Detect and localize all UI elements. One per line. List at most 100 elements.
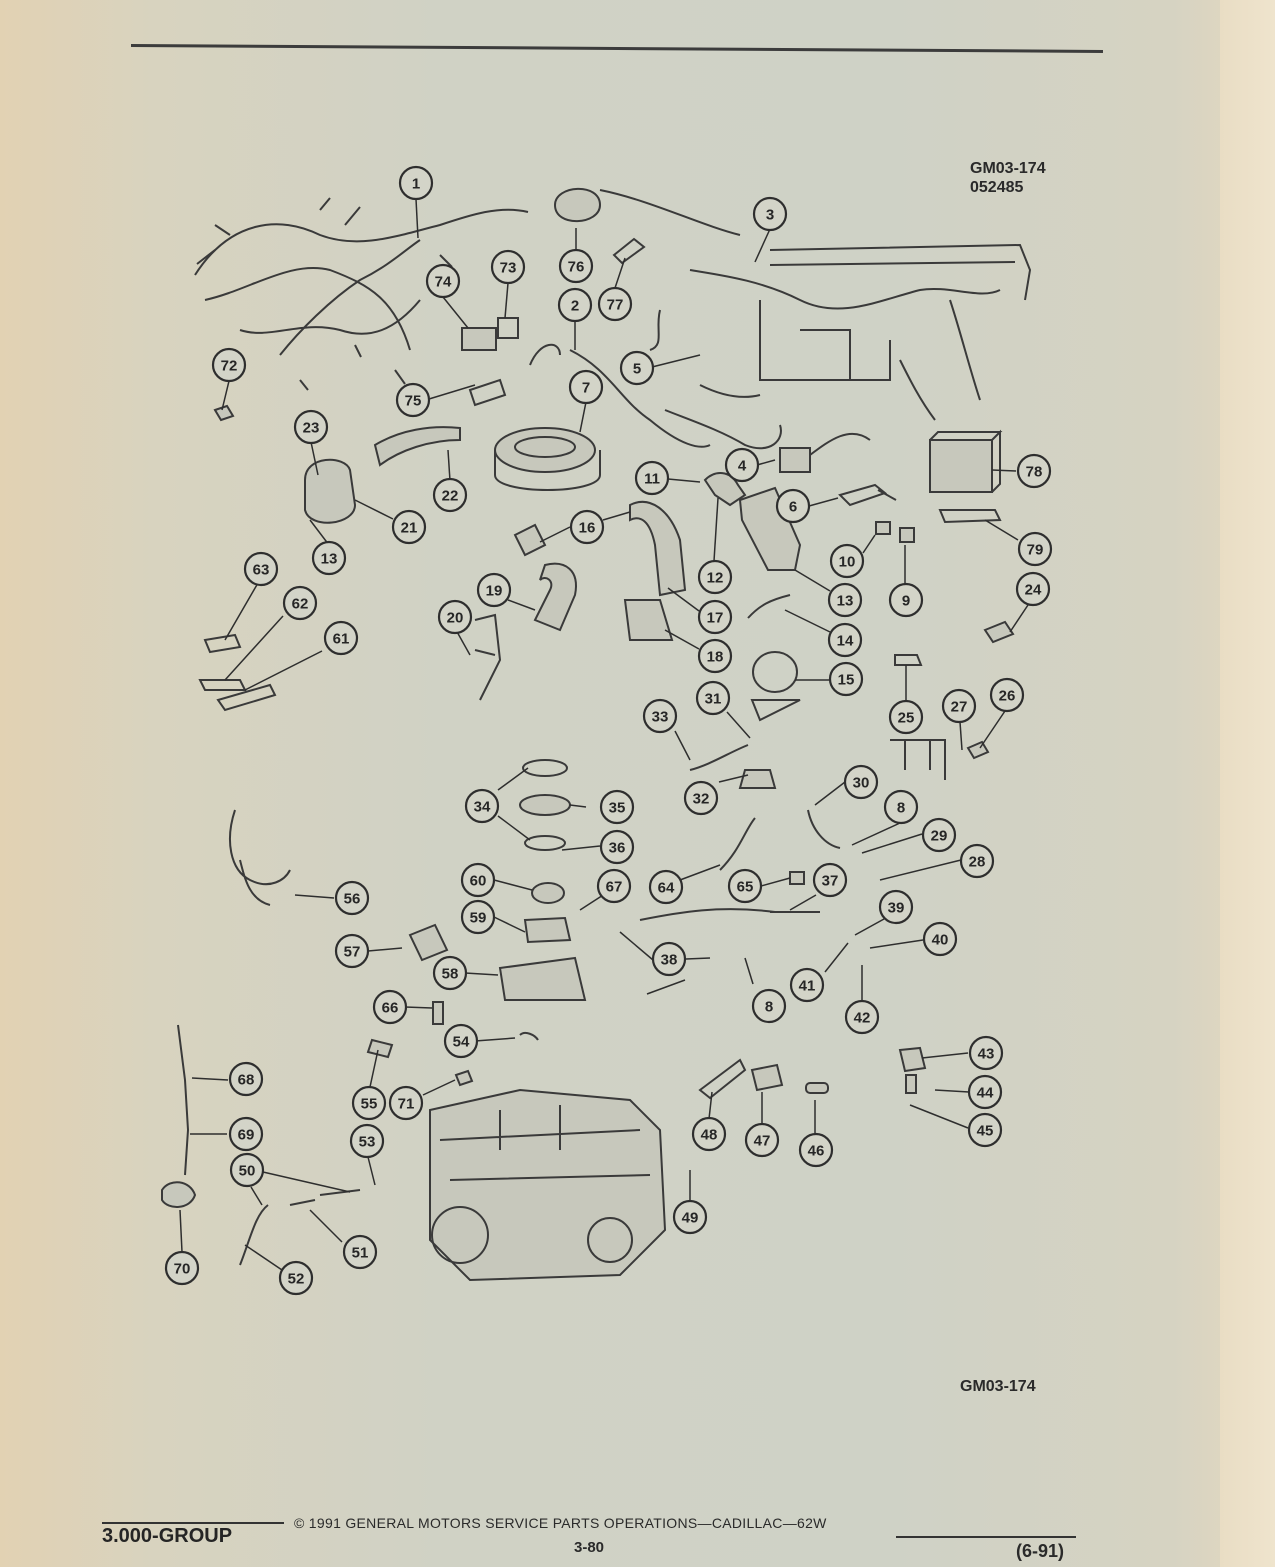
- callout-number: 52: [288, 1271, 305, 1288]
- callout-number: 46: [808, 1143, 825, 1160]
- callout-28: 28: [959, 843, 995, 879]
- part-clamp: [612, 237, 646, 265]
- callout-number: 25: [898, 710, 915, 727]
- callout-31: 31: [695, 680, 731, 716]
- callout-25: 25: [888, 699, 924, 735]
- callout-42: 42: [844, 999, 880, 1035]
- callout-circle: [228, 1061, 264, 1097]
- callout-20: 20: [437, 599, 473, 635]
- callout-49: 49: [672, 1199, 708, 1235]
- callout-45: 45: [967, 1112, 1003, 1148]
- callout-67: 67: [596, 868, 632, 904]
- callout-circle: [395, 382, 431, 418]
- part-hose-57: [229, 809, 291, 906]
- callout-number: 30: [853, 775, 870, 792]
- callout-number: 28: [969, 854, 986, 871]
- callout-circle: [558, 248, 594, 284]
- callout-number: 77: [607, 297, 624, 314]
- callout-number: 37: [822, 873, 839, 890]
- part-sensor-set: [698, 1058, 829, 1100]
- figure-ref-number: 052485: [970, 179, 1024, 196]
- callout-circle: [967, 1112, 1003, 1148]
- callout-circle: [388, 1085, 424, 1121]
- callout-52: 52: [278, 1260, 314, 1296]
- callout-circle: [968, 1035, 1004, 1071]
- callout-number: 57: [344, 944, 361, 961]
- callout-number: 27: [951, 699, 968, 716]
- callout-number: 63: [253, 562, 270, 579]
- callout-labels: 1234567889101112131314151617181920212223…: [164, 165, 1053, 1296]
- callout-2: 2: [557, 287, 593, 323]
- callout-circle: [789, 967, 825, 1003]
- callout-46: 46: [798, 1132, 834, 1168]
- callout-47: 47: [744, 1122, 780, 1158]
- part-bracket-62: [198, 633, 277, 712]
- callout-circle: [697, 599, 733, 635]
- part-module: [779, 447, 811, 473]
- callout-5: 5: [619, 350, 655, 386]
- callout-number: 65: [737, 879, 754, 896]
- callout-44: 44: [967, 1074, 1003, 1110]
- callout-number: 12: [707, 570, 724, 587]
- callout-circle: [727, 868, 763, 904]
- callout-circle: [878, 889, 914, 925]
- callout-circle: [557, 287, 593, 323]
- callout-19: 19: [476, 572, 512, 608]
- callout-circle: [691, 1116, 727, 1152]
- callout-circle: [293, 409, 329, 445]
- callout-circle: [597, 286, 633, 322]
- callout-39: 39: [878, 889, 914, 925]
- callout-61: 61: [323, 620, 359, 656]
- callout-circle: [460, 862, 496, 898]
- callout-number: 29: [931, 828, 948, 845]
- callout-8: 8: [751, 988, 787, 1024]
- part-fuel-pump: [408, 923, 449, 962]
- callout-number: 22: [442, 488, 459, 505]
- callout-number: 68: [238, 1072, 255, 1089]
- part-connector: [838, 483, 897, 507]
- callout-58: 58: [432, 955, 468, 991]
- part-module-lead: [809, 432, 871, 456]
- callout-circle: [941, 688, 977, 724]
- part-air-intake: [304, 426, 461, 524]
- callout-40: 40: [922, 921, 958, 957]
- figure-ref-code: GM03-174: [970, 160, 1046, 177]
- callout-number: 49: [682, 1210, 699, 1227]
- callout-number: 66: [382, 1000, 399, 1017]
- callout-circle: [351, 1085, 387, 1121]
- page-edge: [1220, 0, 1275, 1567]
- callout-70: 70: [164, 1250, 200, 1286]
- callout-circle: [798, 1132, 834, 1168]
- callout-number: 31: [705, 691, 722, 708]
- callout-number: 75: [405, 393, 422, 410]
- callout-number: 54: [453, 1034, 470, 1051]
- callout-29: 29: [921, 817, 957, 853]
- callout-number: 71: [398, 1096, 415, 1113]
- callout-number: 44: [977, 1085, 994, 1102]
- footer-copyright: © 1991 GENERAL MOTORS SERVICE PARTS OPER…: [294, 1515, 827, 1531]
- callout-circle: [922, 921, 958, 957]
- callout-number: 24: [1025, 582, 1042, 599]
- callout-circle: [342, 1234, 378, 1270]
- callout-69: 69: [228, 1116, 264, 1152]
- callout-number: 10: [839, 554, 856, 571]
- callout-35: 35: [599, 789, 635, 825]
- callout-number: 1: [412, 176, 420, 193]
- callout-circle: [1015, 571, 1051, 607]
- callout-number: 8: [897, 800, 905, 817]
- callout-number: 62: [292, 596, 309, 613]
- callout-number: 8: [765, 999, 773, 1016]
- callout-75: 75: [395, 382, 431, 418]
- callout-number: 72: [221, 358, 238, 375]
- callout-number: 42: [854, 1010, 871, 1027]
- callout-circle: [648, 869, 684, 905]
- callout-number: 14: [837, 633, 854, 650]
- part-drawings: [161, 187, 1032, 1282]
- callout-number: 41: [799, 978, 816, 995]
- callout-circle: [827, 622, 863, 658]
- callout-14: 14: [827, 622, 863, 658]
- callout-circle: [568, 369, 604, 405]
- callout-circle: [812, 862, 848, 898]
- callout-number: 58: [442, 966, 459, 983]
